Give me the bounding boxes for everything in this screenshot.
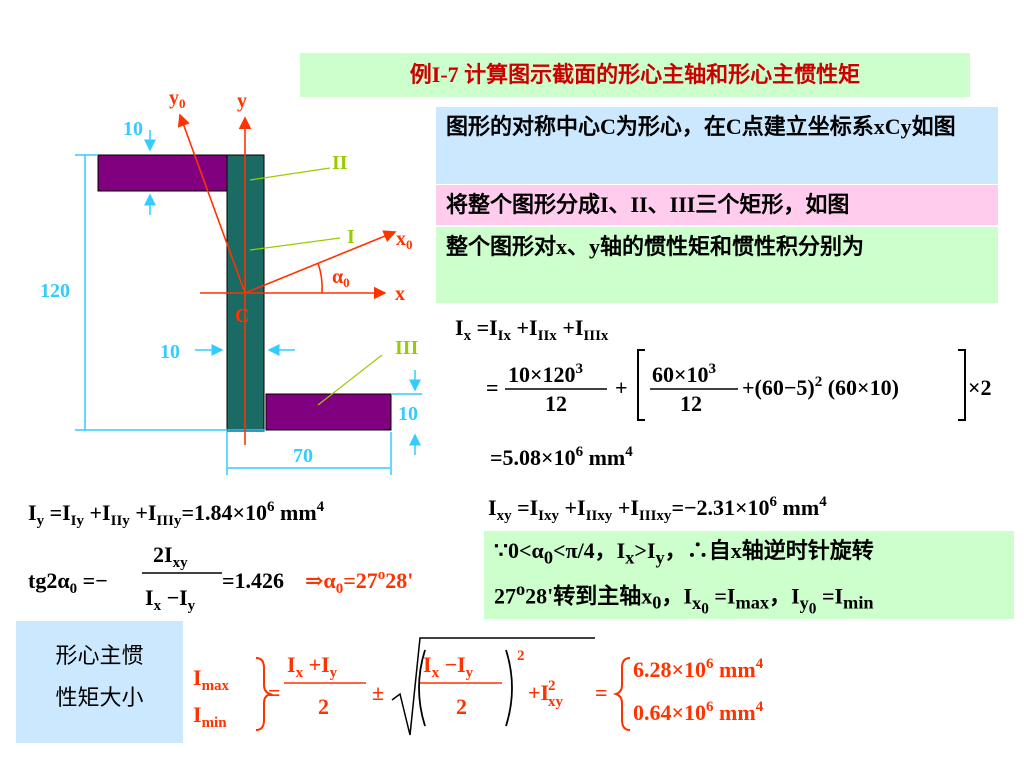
principal-formula: Imax Imin = Ix +Iy 2 ± Ix −Iy 2 2 +I 2 x… [193, 637, 764, 736]
part-II-label: II [332, 152, 348, 174]
tg-angle: ⇒α0=27o28' [305, 567, 413, 597]
svg-text:xy: xy [548, 694, 564, 710]
axes [177, 113, 397, 445]
page-title: 例I-7 计算图示截面的形心主轴和形心主惯性矩 [300, 53, 970, 97]
svg-text:2: 2 [517, 648, 525, 664]
part-III-label: III [395, 337, 419, 359]
svg-text:+: + [615, 375, 628, 400]
dim-bottom-label: 10 [398, 403, 418, 425]
dim-web-label: 10 [160, 341, 180, 363]
svg-text:2: 2 [456, 694, 467, 719]
section-figure: y0 y x0 x α0 C 10 120 10 10 70 II I III [40, 87, 422, 475]
frac2-num: 60×103 [652, 361, 716, 387]
svg-text:=: = [595, 680, 608, 705]
svg-text:=: = [486, 375, 499, 400]
iy-equation: Iy =IIy +IIIy +IIIIy=1.84×106 mm4 [28, 499, 325, 529]
imin-label: Imin [193, 702, 227, 731]
y-label: y [237, 90, 247, 112]
svg-text:Ix −Iy: Ix −Iy [423, 652, 474, 681]
flange-top-rect [97, 154, 238, 192]
x0-axis [244, 230, 397, 294]
note-centroid: 图形的对称中心C为形心，在C点建立坐标系xCy如图 [436, 107, 998, 184]
x0-label: x0 [396, 228, 413, 252]
equations: Ix =IIx +IIIx +IIIIx = 10×1203 12 + 60×1… [28, 315, 992, 614]
svg-text:×2: ×2 [968, 375, 992, 400]
y0-axis [177, 113, 246, 294]
principal-label-box: 形心主惯 性矩大小 [16, 621, 183, 743]
svg-text:2: 2 [548, 678, 556, 694]
frac1-den: 12 [545, 391, 567, 416]
dim-top-label: 10 [123, 118, 143, 140]
leader-lines [249, 167, 383, 406]
tg-prefix: tg2α0 =− [28, 568, 108, 597]
note-split: 将整个图形分成I、II、III三个矩形，如图 [436, 185, 998, 225]
ix-result: =5.08×106 mm4 [490, 444, 633, 470]
ixy-equation: Ixy =IIxy +IIIxy +IIIIxy=−2.31×106 mm4 [488, 494, 827, 524]
ix-middle: +(60−5)2 (60×10) [742, 374, 899, 400]
dim-width-label: 70 [293, 445, 313, 467]
dim-height-label: 120 [40, 280, 70, 302]
dimension-lines [75, 130, 422, 475]
tg-num: 2Ixy [153, 542, 188, 571]
part-I-label: I [347, 226, 355, 248]
frac1-num: 10×1203 [508, 361, 583, 387]
imax-value: 6.28×106 mm4 [633, 656, 764, 682]
svg-text:2: 2 [318, 694, 329, 719]
svg-text:+I: +I [528, 680, 549, 705]
svg-text:Ix +Iy: Ix +Iy [287, 652, 338, 681]
ix-equation: Ix =IIx +IIIx +IIIIx [455, 315, 609, 344]
conclusion-box: ∵0<α0<π/4，Ix>Iy，∴自x轴逆时针旋转 27o28'转到主轴x0，I… [484, 531, 1014, 619]
imax-label: Imax [193, 665, 230, 694]
svg-text:±: ± [372, 680, 384, 705]
conclusion-line1: ∵0<α0<π/4，Ix>Iy，∴自x轴逆时针旋转 [494, 538, 874, 568]
conclusion-line2: 27o28'转到主轴x0，Ix0 =Imax，Iy0 =Imin [494, 579, 874, 618]
centroid-label: C [235, 305, 249, 327]
alpha0-label: α0 [332, 266, 350, 290]
tg-den: Ix −Iy [145, 585, 196, 614]
note-moments: 整个图形对x、y轴的惯性矩和惯性积分别为 [436, 227, 998, 303]
imin-value: 0.64×106 mm4 [633, 699, 764, 725]
x-label: x [395, 283, 405, 305]
frac2-den: 12 [680, 391, 702, 416]
flange-bottom-rect [265, 393, 392, 431]
y0-label: y0 [169, 87, 186, 111]
tg-result: =1.426 [222, 568, 284, 593]
svg-text:=: = [268, 680, 281, 705]
